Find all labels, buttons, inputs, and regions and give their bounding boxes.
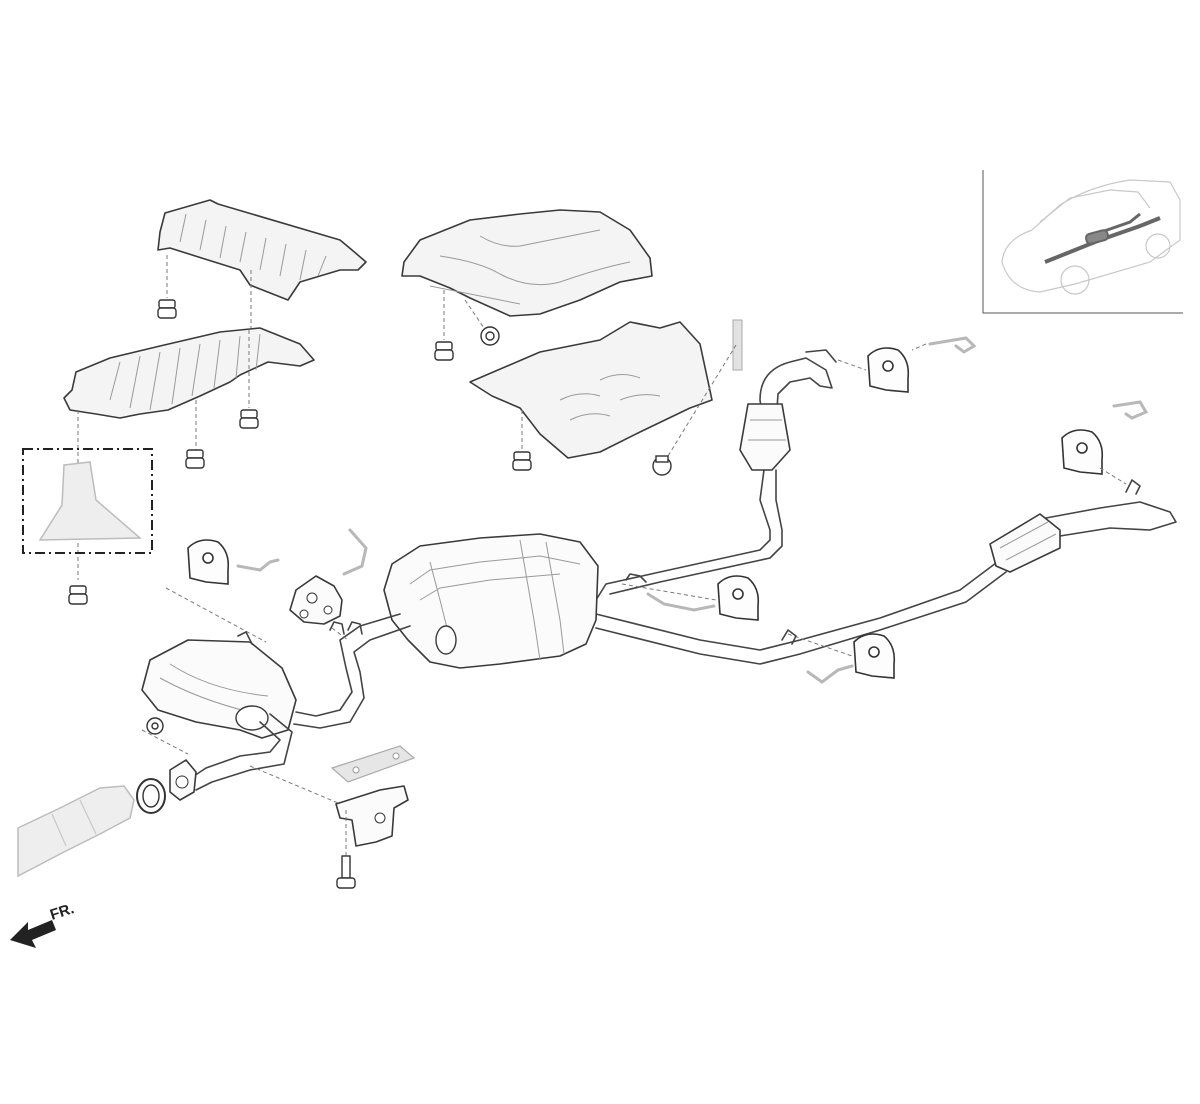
catalytic-converter-front: [739, 403, 791, 471]
hanger-bracket: [329, 621, 345, 635]
hanger-rod: [806, 664, 854, 684]
hanger-rod: [646, 592, 716, 612]
rear-exhaust-pipe: [595, 501, 1177, 665]
front-exhaust-pipe: [169, 713, 293, 801]
leader-line: [837, 359, 867, 371]
locator-frame: [982, 170, 1183, 314]
hanger-bracket: [335, 785, 409, 847]
lower-heat-shield-center: [469, 321, 713, 459]
flange-bolt: [68, 585, 88, 605]
self-tapping-screw: [480, 326, 500, 346]
hanger-rod: [236, 558, 280, 572]
flange-bolt: [239, 409, 259, 429]
hanger-rod: [342, 528, 368, 576]
vehicle-exhaust-highlight: [1044, 212, 1161, 264]
hanger-bracket: [781, 629, 797, 645]
leader-line: [1099, 467, 1127, 485]
upper-heat-shield-left: [157, 199, 367, 301]
ghost-shield-part: [38, 461, 142, 541]
leader-line: [141, 729, 189, 755]
hanger-bracket: [625, 573, 647, 583]
hanger-bracket: [289, 575, 343, 625]
center-muffler: [383, 533, 599, 669]
rubber-mount: [187, 539, 230, 585]
leader-line: [911, 343, 927, 351]
leader-line: [464, 299, 485, 329]
flange-bolt: [512, 451, 532, 471]
hanger-rod: [928, 336, 977, 354]
ghost-front-converter: [17, 785, 135, 878]
intermediate-pipe: [293, 625, 411, 729]
lower-heat-shield-left: [63, 327, 315, 419]
flange-bolt: [185, 449, 205, 469]
locator-inset: [982, 170, 1183, 314]
flange-nut: [146, 717, 164, 735]
front-direction-arrow: FR.: [10, 900, 76, 948]
leader-line: [667, 344, 737, 457]
front-exhaust-pipe: [595, 349, 837, 601]
flange-nut: [652, 455, 672, 476]
front-direction-label: FR.: [48, 900, 76, 924]
rubber-mount: [867, 347, 910, 393]
hanger-bracket: [237, 631, 253, 645]
leader-line: [787, 633, 853, 657]
heat-insulator-pad: [330, 745, 416, 783]
exhaust-gasket: [136, 778, 166, 814]
flange-bolt: [434, 341, 454, 361]
hanger-bracket: [347, 621, 363, 635]
flange-bolt: [157, 299, 177, 319]
intermediate-pipe: [295, 613, 401, 717]
heat-shield-clip: [732, 319, 743, 371]
rear-muffler: [141, 639, 297, 739]
detail-callout-box: [22, 448, 153, 554]
rubber-mount: [717, 575, 760, 621]
hanger-bracket: [1125, 479, 1141, 495]
hanger-rod: [1112, 400, 1149, 420]
leader-line: [165, 587, 267, 643]
catalytic-converter-rear: [989, 513, 1061, 573]
flange-bolt: [336, 855, 356, 889]
rubber-mount: [1061, 429, 1104, 475]
upper-heat-shield-center: [401, 209, 653, 317]
rubber-mount: [853, 633, 896, 679]
leader-line: [621, 583, 717, 601]
vehicle-outline: [1001, 179, 1181, 295]
leader-line: [249, 765, 351, 809]
leader-line: [331, 627, 349, 641]
